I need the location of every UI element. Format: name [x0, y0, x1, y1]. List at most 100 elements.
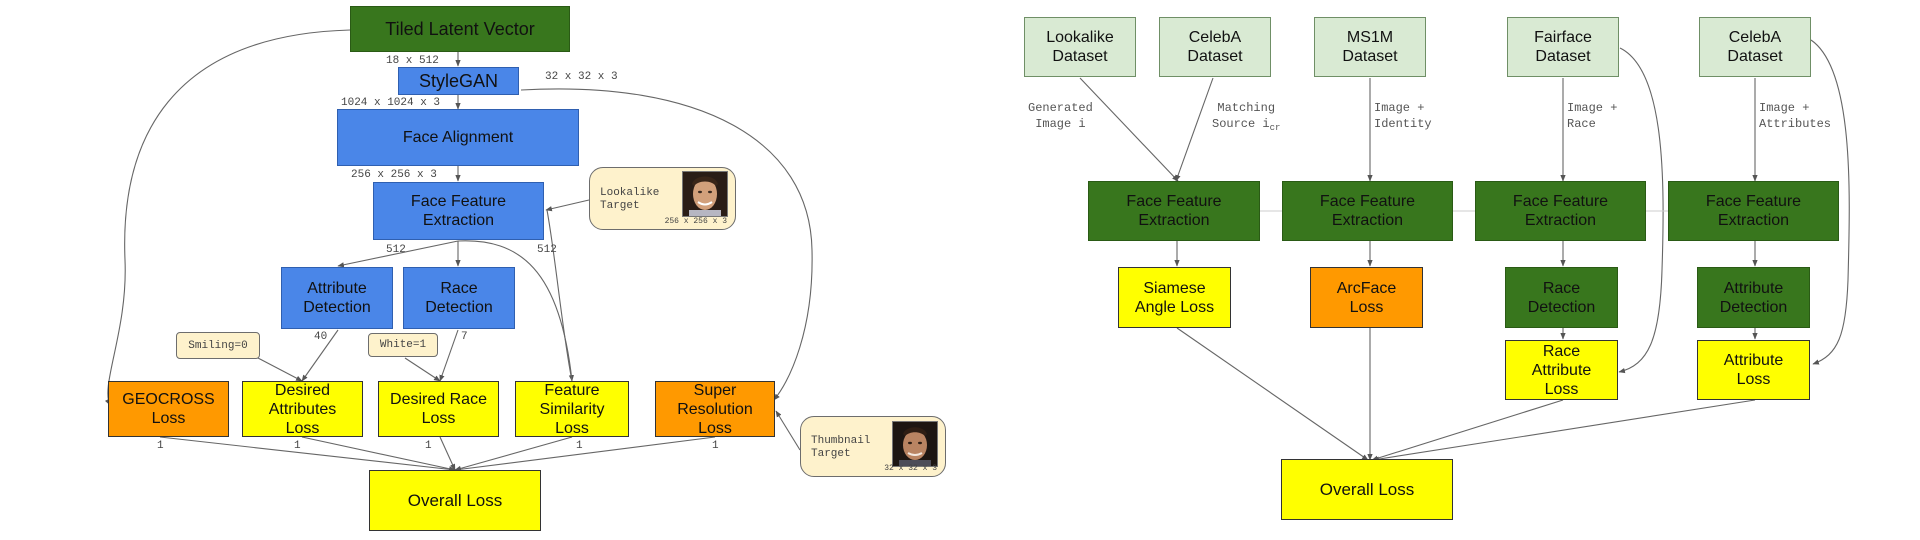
edge-attribute-desired: [301, 329, 339, 382]
label-256: 256 x 256 x 3: [351, 169, 437, 181]
label-attributes-line1: Image +: [1759, 101, 1810, 115]
dataset-celeba-box: CelebA Dataset: [1159, 17, 1271, 77]
thumbnail-target-card: Thumbnail Target 32 x 32 x 3: [800, 416, 946, 477]
desired-attributes-loss-line1: Desired: [274, 381, 331, 399]
label-weight-similarity: 1: [576, 440, 583, 452]
feature-similarity-loss-line3: Loss: [555, 419, 589, 437]
race-detection-r-line2: Detection: [1527, 298, 1596, 316]
face-alignment-box: Face Alignment: [337, 109, 579, 166]
edge-latent-geocross: [104, 29, 351, 406]
extractor-2-line2: Extraction: [1331, 212, 1404, 229]
extractor-1-line1: Face Feature: [1126, 193, 1222, 210]
attribute-detection-box: Attribute Detection: [281, 267, 393, 329]
edge-desired-race-overall: [439, 436, 456, 471]
edge-thumbnail-superres: [775, 410, 801, 451]
edge-superres-overall: [454, 436, 716, 472]
label-weight-race: 1: [425, 440, 432, 452]
extractor-2-line1: Face Feature: [1319, 193, 1416, 210]
arcface-loss-box: ArcFace Loss: [1310, 267, 1423, 328]
white-tag: White=1: [368, 333, 438, 357]
edge-celeba2-attr-loss: [1810, 39, 1850, 365]
geocross-loss-line2: Loss: [151, 410, 186, 427]
dataset-celeba-line1: CelebA: [1188, 29, 1242, 46]
siamese-angle-loss-line1: Siamese: [1143, 279, 1206, 297]
face-feature-extraction-line2: Extraction: [422, 212, 495, 229]
dataset-celeba-line2: Dataset: [1187, 48, 1243, 65]
label-1024: 1024 x 1024 x 3: [341, 97, 440, 109]
edge-smiling-desired: [257, 357, 303, 382]
super-resolution-loss-line1: Super: [693, 381, 737, 399]
arcface-loss-line2: Loss: [1349, 298, 1384, 316]
label-matching-line2: Source icr: [1212, 116, 1280, 136]
label-identity-line1: Image +: [1374, 101, 1425, 115]
attribute-detection-box-r: Attribute Detection: [1697, 267, 1810, 328]
desired-race-loss-line1: Desired Race: [390, 391, 487, 408]
edge-race-loss-overall: [1371, 399, 1564, 461]
lookalike-target-size: 256 x 256 x 3: [664, 217, 727, 226]
thumbnail-target-size: 32 x 32 x 3: [884, 464, 937, 473]
feature-similarity-loss-line1: Feature: [544, 381, 600, 399]
edge-similarity-overall: [454, 436, 573, 471]
lookalike-target-line2: Target: [600, 200, 640, 212]
thumbnail-face-image: [893, 422, 937, 466]
dataset-fairface-box: Fairface Dataset: [1507, 17, 1619, 77]
white-tag-label: White=1: [379, 339, 427, 351]
attribute-loss-line2: Loss: [1736, 371, 1771, 388]
label-weight-geocross: 1: [157, 440, 164, 452]
race-attribute-loss-line3: Loss: [1544, 380, 1579, 398]
extractor-3-box: Face Feature Extraction: [1475, 181, 1646, 241]
extractor-4-line2: Extraction: [1717, 212, 1790, 229]
label-512-left: 512: [386, 244, 406, 256]
overall-loss-label-left: Overall Loss: [407, 491, 503, 510]
lookalike-target-card: Lookalike Target 256 x 256 x 3: [589, 167, 736, 230]
super-resolution-loss-line2: Resolution: [677, 400, 753, 418]
edge-fairface-race-loss: [1618, 47, 1664, 374]
geocross-loss-line1: GEOCROSS: [122, 391, 215, 408]
face-feature-extraction-line1: Face Feature: [410, 193, 507, 210]
dataset-lookalike-line2: Dataset: [1052, 48, 1108, 65]
dataset-celeba2-line2: Dataset: [1727, 48, 1783, 65]
dataset-ms1m-line2: Dataset: [1342, 48, 1398, 65]
extractor-1-line2: Extraction: [1138, 212, 1210, 229]
extractor-4-box: Face Feature Extraction: [1668, 181, 1839, 241]
race-detection-r-line1: Race: [1542, 279, 1581, 297]
dataset-fairface-line2: Dataset: [1535, 48, 1591, 65]
race-detection-line1: Race: [440, 280, 478, 297]
attribute-detection-r-line2: Detection: [1719, 298, 1788, 316]
extractor-3-line1: Face Feature: [1512, 193, 1609, 210]
attribute-loss-line1: Attribute: [1723, 352, 1784, 369]
label-matching-line1: Matching: [1217, 101, 1276, 115]
race-attribute-loss-box: Race Attribute Loss: [1505, 340, 1618, 400]
dataset-lookalike-box: Lookalike Dataset: [1024, 17, 1136, 77]
edge-white-desired: [404, 357, 441, 382]
face-feature-extraction-box: Face Feature Extraction: [373, 182, 544, 240]
stylegan-label: StyleGAN: [418, 70, 499, 91]
thumbnail-target-text: Thumbnail Target: [811, 435, 870, 461]
race-detection-box: Race Detection: [403, 267, 515, 329]
desired-attributes-loss-box: Desired Attributes Loss: [242, 381, 363, 437]
edge-race-desired: [439, 329, 459, 382]
attribute-detection-r-line1: Attribute: [1723, 279, 1784, 297]
label-generated-line2: Image i: [1035, 117, 1086, 131]
race-attribute-loss-line1: Race: [1542, 342, 1581, 360]
overall-loss-box-left: Overall Loss: [369, 470, 541, 531]
siamese-angle-loss-line2: Angle Loss: [1134, 298, 1215, 316]
edge-attr-loss-overall: [1372, 399, 1756, 462]
desired-race-loss-line2: Loss: [421, 410, 456, 427]
edge-lookalike-similarity: [546, 209, 573, 382]
dataset-fairface-line1: Fairface: [1534, 29, 1592, 46]
dataset-celeba2-line1: CelebA: [1728, 29, 1782, 46]
edge-geocross-overall: [159, 436, 456, 472]
edge-siamese-overall: [1176, 327, 1369, 461]
thumbnail-target-line2: Target: [811, 448, 851, 460]
label-image-identity: Image + Identity: [1374, 100, 1432, 132]
race-detection-box-r: Race Detection: [1505, 267, 1618, 328]
dataset-lookalike-line1: Lookalike: [1046, 29, 1114, 46]
label-matching-source-text: Source i: [1212, 117, 1270, 131]
label-512-right: 512: [537, 244, 557, 256]
feature-similarity-loss-line2: Similarity: [539, 400, 605, 418]
race-attribute-loss-line2: Attribute: [1531, 361, 1592, 379]
extractor-3-line2: Extraction: [1524, 212, 1597, 229]
